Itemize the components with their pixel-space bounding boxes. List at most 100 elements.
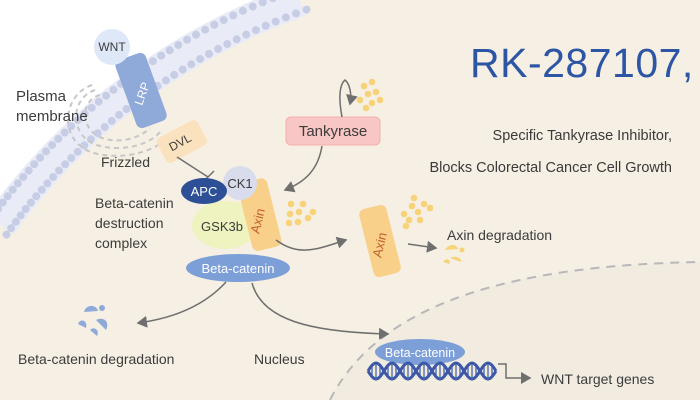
tankyrase-protein: [285, 116, 381, 146]
free-axin-label: Axin: [369, 231, 390, 259]
beta-catenin-degradation-arrow: [136, 281, 227, 328]
par-dot: [405, 216, 413, 224]
axin-degradation-arrow: [407, 240, 438, 253]
membrane-dot: [67, 154, 76, 162]
membrane-dot: [26, 198, 35, 207]
nucleus-label: Nucleus: [254, 351, 305, 367]
membrane-dot: [61, 160, 70, 169]
membrane-label: membrane: [16, 108, 88, 125]
membrane-dot: [205, 49, 213, 58]
par-dot: [372, 88, 380, 96]
parylation-dots-top: [356, 78, 384, 112]
membrane-dot: [11, 217, 20, 226]
membrane-dot: [174, 41, 183, 49]
axin-label: Axin: [247, 207, 268, 235]
par-dot: [426, 204, 434, 212]
par-dot: [304, 214, 312, 222]
ck1-label: CK1: [227, 176, 252, 191]
membrane-dot: [210, 20, 219, 29]
wnt-label: WNT: [98, 40, 126, 54]
gsk3b-protein: [192, 201, 258, 249]
membrane-dot: [30, 160, 39, 169]
par-dot: [299, 200, 307, 208]
membrane-dot: [242, 30, 251, 39]
beta-catenin-nuclear: [375, 339, 465, 365]
beta-catenin-label: Beta-catenin: [202, 261, 275, 276]
membrane-dot: [42, 147, 50, 156]
par-dot: [360, 82, 368, 90]
membrane-dot: [192, 30, 200, 39]
membrane-dot: [302, 5, 311, 14]
membrane-dot: [16, 211, 25, 220]
membrane-dot: [21, 205, 30, 213]
membrane-dot: [178, 65, 187, 74]
membrane-dot: [3, 192, 12, 201]
wnt-target-genes-label: WNT target genes: [541, 371, 655, 387]
gsk3b-label: GSK3b: [201, 219, 243, 234]
frizzled-label: Frizzled: [101, 154, 151, 170]
par-dot: [287, 200, 295, 208]
par-dot: [410, 194, 418, 202]
membrane-dot: [170, 70, 179, 79]
membrane-dot: [258, 0, 267, 7]
axin-degradation-label: Axin degradation: [447, 227, 553, 243]
membrane-dot: [0, 205, 3, 213]
membrane-dot: [102, 91, 111, 100]
plasma-membrane-band: [0, 0, 306, 235]
dvl-protein: [156, 120, 208, 163]
membrane-dot: [94, 97, 103, 106]
par-dot: [416, 216, 424, 224]
beta-catenin-nuclear-label: Beta-catenin: [385, 346, 455, 360]
dna-helix: [366, 361, 498, 381]
membrane-dot: [292, 9, 301, 18]
free-axin-protein: [359, 204, 401, 278]
membrane-dot: [109, 85, 118, 94]
membrane-dot: [271, 17, 280, 26]
par-dot: [309, 208, 317, 216]
membrane-dot: [49, 173, 58, 181]
membrane-dot: [187, 60, 196, 69]
membrane-dot: [80, 109, 89, 118]
par-dot: [364, 90, 372, 98]
membrane-dot: [122, 105, 131, 113]
membrane-dot: [219, 16, 228, 25]
par-dot: [286, 210, 294, 218]
membrane-dot: [229, 11, 238, 20]
par-dot: [368, 99, 376, 107]
membrane-dot: [238, 6, 247, 15]
wnt-ligand: [94, 29, 130, 65]
par-dot: [362, 104, 370, 112]
apc-label: APC: [191, 184, 218, 199]
membrane-dot: [43, 179, 52, 188]
membrane-dot: [100, 123, 109, 131]
membrane-dot: [36, 153, 45, 162]
frizzled-loop-3: [67, 84, 169, 157]
membrane-dot: [223, 40, 232, 48]
membrane-dot: [80, 141, 89, 150]
destruction-complex-label-2: destruction: [95, 215, 164, 231]
par-dot: [376, 96, 384, 104]
membrane-dot: [8, 185, 17, 194]
membrane-dot: [13, 179, 22, 188]
membrane-dot: [73, 147, 82, 156]
membrane-dot: [54, 134, 63, 143]
tankyrase-label: Tankyrase: [299, 123, 367, 140]
membrane-dot: [87, 103, 96, 112]
parylation-dots-axin: [285, 200, 317, 227]
nucleus-region: [330, 262, 700, 400]
frizzled-loop-2: [75, 89, 161, 150]
membrane-dot: [93, 129, 102, 138]
membrane-dot: [183, 35, 192, 44]
membrane-dot: [19, 173, 28, 181]
membrane-dot: [232, 35, 241, 44]
parylation-dots-free-axin: [400, 194, 434, 230]
apc-protein: [181, 178, 227, 204]
destruction-complex-label-1: Beta-catenin: [95, 195, 174, 211]
par-dot: [368, 78, 376, 86]
beta-catenin-fragments: [78, 305, 108, 336]
membrane-dot: [55, 166, 63, 175]
tankyrase-to-axin-arrow: [283, 145, 323, 193]
membrane-dot: [115, 110, 124, 119]
